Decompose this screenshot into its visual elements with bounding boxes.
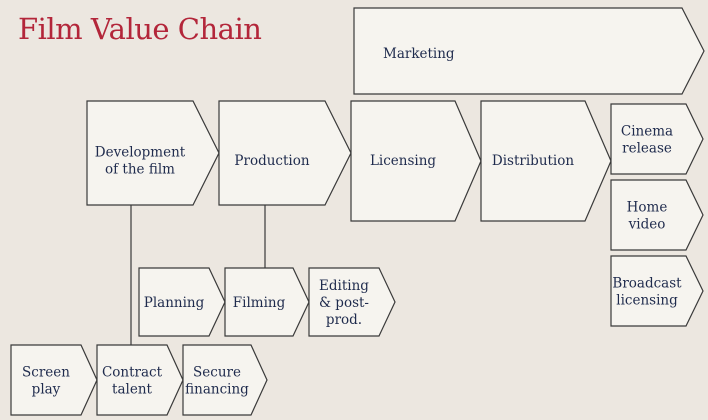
production-step-filming-box: Filming	[224, 267, 310, 337]
output-cinema-box-shape	[610, 103, 704, 175]
production-step-planning-box-label-line: Planning	[144, 295, 205, 311]
development-step-screen-box-label-line: play	[32, 382, 61, 398]
development-box-label-line: of the film	[105, 162, 175, 178]
page-title: Film Value Chain	[18, 12, 262, 46]
development-step-contract-box-shape	[96, 344, 184, 416]
marketing-box: Marketing	[353, 7, 705, 95]
production-step-editing-box-shape	[308, 267, 396, 337]
marketing-box-label-line: Marketing	[383, 46, 455, 62]
output-broadcast-box-label-line: Broadcast	[612, 276, 682, 292]
development-step-secure-box-label-line: financing	[185, 382, 249, 398]
licensing-box-label-line: Licensing	[370, 153, 436, 169]
production-box-label-line: Production	[234, 153, 309, 169]
production-step-planning-box: Planning	[138, 267, 226, 337]
licensing-box: Licensing	[350, 100, 482, 222]
production-step-editing-box-label-line: prod.	[326, 312, 362, 328]
licensing-box-shape	[350, 100, 482, 222]
development-step-contract-box-label-line: Contract	[102, 365, 163, 381]
production-step-planning-box-shape	[138, 267, 226, 337]
production-box-shape	[218, 100, 352, 206]
development-step-secure-box-shape	[182, 344, 268, 416]
development-box-shape	[86, 100, 220, 206]
distribution-box-shape	[480, 100, 612, 222]
production-step-editing-box-label-line: Editing	[319, 278, 369, 294]
production-step-filming-box-label-line: Filming	[233, 295, 286, 311]
output-cinema-box-label-line: Cinema	[621, 124, 673, 140]
production-box: Production	[218, 100, 352, 206]
production-step-editing-box: Editing& post-prod.	[308, 267, 396, 337]
output-broadcast-box-label-line: licensing	[616, 293, 678, 309]
development-step-screen-box-shape	[10, 344, 98, 416]
production-step-editing-box-label-line: & post-	[319, 295, 369, 311]
output-home-box-label-line: Home	[627, 200, 668, 216]
development-box-label-line: Development	[95, 145, 186, 161]
marketing-box-shape	[353, 7, 705, 95]
output-broadcast-box-shape	[610, 255, 704, 327]
distribution-box-label-line: Distribution	[492, 153, 574, 169]
distribution-box: Distribution	[480, 100, 612, 222]
output-home-box-shape	[610, 179, 704, 251]
production-step-filming-box-shape	[224, 267, 310, 337]
development-step-secure-box-label-line: Secure	[193, 365, 241, 381]
output-home-box-label-line: video	[628, 217, 666, 233]
output-cinema-box-label-line: release	[622, 141, 672, 157]
development-step-contract-box-label-line: talent	[112, 382, 152, 398]
development-step-screen-box-label-line: Screen	[22, 365, 70, 381]
